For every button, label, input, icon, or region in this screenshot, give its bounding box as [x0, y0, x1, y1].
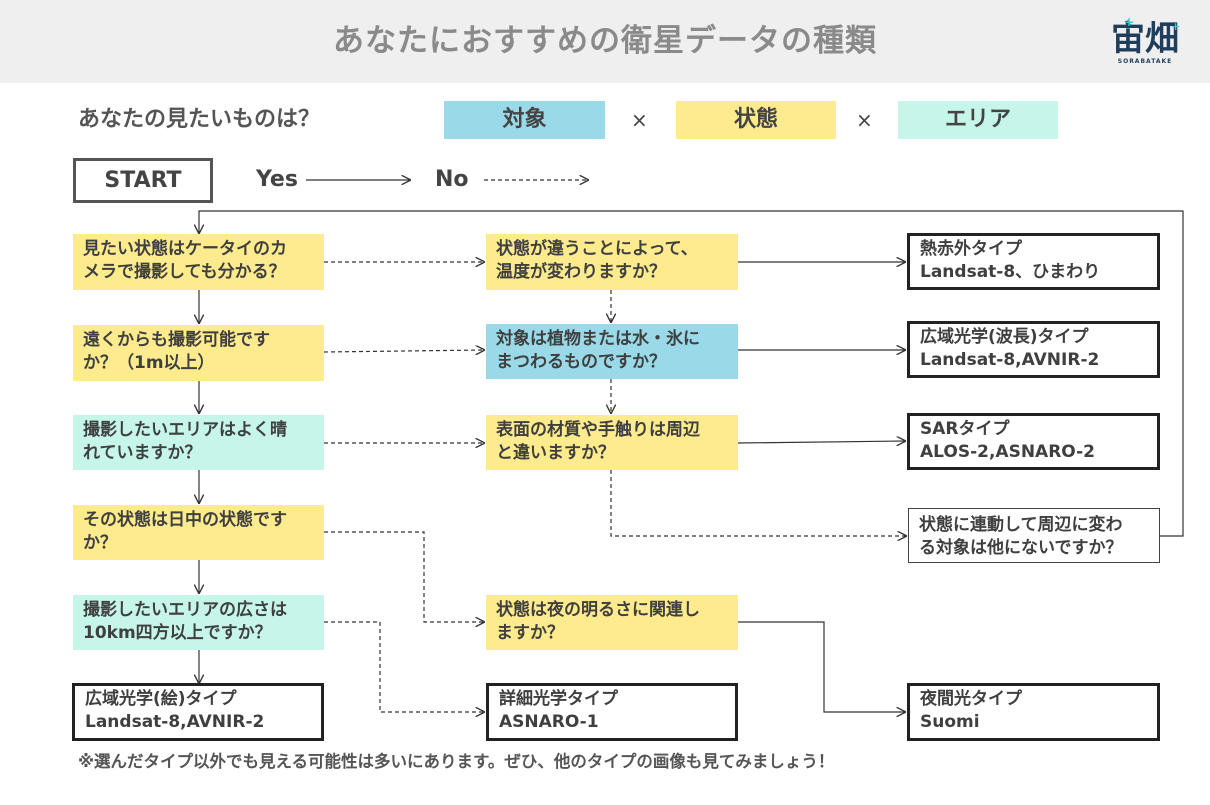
logo-text: 宙畑 — [1111, 19, 1179, 58]
result-satellites: ASNARO-1 — [499, 712, 599, 732]
result-type: SARタイプ — [920, 419, 1010, 439]
category-target: 対象 — [444, 101, 605, 139]
question-text: 状態に連動して周辺に変わ — [919, 515, 1123, 535]
question-text: 温度が変わりますか？ — [496, 262, 666, 282]
question-text: か？ — [83, 533, 117, 553]
question-text: 遠くからも撮影可能です — [83, 330, 270, 350]
question-text: る対象は他にないですか？ — [919, 538, 1123, 558]
question-camera-visible: 見たい状態はケータイのカ メラで撮影しても分かる？ — [73, 234, 324, 290]
question-label: あなたの見たいものは？ — [78, 107, 321, 132]
result-sar: SARタイプ ALOS-2,ASNARO-2 — [907, 413, 1160, 470]
times-sign-1: × — [631, 108, 648, 132]
legend-no-label: No — [435, 167, 469, 192]
result-satellites: Landsat-8,AVNIR-2 — [920, 350, 1100, 370]
loop-back-arrow — [199, 210, 1184, 537]
result-type: 広域光学(波長)タイプ — [920, 327, 1089, 347]
arrow-q9-night — [738, 621, 905, 712]
result-night-light: 夜間光タイプ Suomi — [907, 683, 1160, 741]
question-text: 10km四方以上ですか？ — [83, 623, 272, 643]
question-text: 撮影したいエリアはよく晴 — [83, 420, 287, 440]
result-detailed-optical: 詳細光学タイプ ASNARO-1 — [486, 683, 738, 741]
arrow-q5-detail — [324, 621, 484, 712]
result-wide-optical-picture: 広域光学(絵)タイプ Landsat-8,AVNIR-2 — [72, 683, 324, 741]
question-text: 表面の材質や手触りは周辺 — [496, 420, 700, 440]
arrow-q8-sar — [737, 441, 905, 443]
category-area: エリア — [898, 101, 1058, 139]
arrow-q2-q7 — [323, 350, 484, 352]
category-state: 状態 — [676, 101, 836, 139]
question-text: 対象は植物または水・氷に — [496, 329, 700, 349]
question-text: 状態が違うことによって、 — [496, 239, 698, 259]
footnote: ※選んだタイプ以外でも見える可能性は多いにあります。ぜひ、他のタイプの画像も見て… — [78, 752, 835, 771]
question-clear-weather: 撮影したいエリアはよく晴 れていますか？ — [73, 415, 324, 470]
question-temperature: 状態が違うことによって、 温度が変わりますか？ — [486, 234, 738, 290]
question-text: その状態は日中の状態です — [83, 510, 287, 530]
question-text: 撮影したいエリアの広さは — [83, 600, 287, 620]
legend-yes-label: Yes — [256, 167, 298, 192]
question-text: れていますか？ — [83, 443, 202, 463]
question-related-target: 状態に連動して周辺に変わ る対象は他にないですか？ — [908, 508, 1160, 563]
result-thermal-infrared: 熱赤外タイプ Landsat-8、ひまわり — [907, 233, 1160, 290]
result-satellites: Suomi — [920, 712, 980, 732]
start-box: START — [73, 158, 213, 203]
result-wide-optical-wavelength: 広域光学(波長)タイプ Landsat-8,AVNIR-2 — [907, 321, 1160, 378]
arrow-q4-q9 — [324, 531, 484, 622]
result-type: 詳細光学タイプ — [499, 689, 618, 709]
header-bar — [0, 0, 1210, 83]
question-plant-water-ice: 対象は植物または水・氷に まつわるものですか？ — [486, 324, 738, 379]
question-distance: 遠くからも撮影可能です か？（1m以上） — [73, 325, 324, 381]
question-text: と違いますか？ — [496, 443, 615, 463]
page-title: あなたにおすすめの衛星データの種類 — [333, 23, 877, 59]
times-sign-2: × — [856, 108, 873, 132]
sorabatake-logo: 宙畑 + + SORABATAKE — [1100, 14, 1190, 70]
arrow-q8-q10 — [610, 470, 906, 536]
question-text: まつわるものですか？ — [496, 352, 666, 372]
svg-text:+: + — [1124, 15, 1134, 29]
result-satellites: Landsat-8,AVNIR-2 — [85, 712, 265, 732]
question-daytime: その状態は日中の状態です か？ — [73, 505, 324, 560]
question-text: 状態は夜の明るさに関連し — [496, 600, 700, 620]
logo-subtitle: SORABATAKE — [1117, 58, 1173, 65]
result-satellites: Landsat-8、ひまわり — [920, 262, 1101, 282]
result-type: 夜間光タイプ — [920, 689, 1022, 709]
question-text: メラで撮影しても分かる？ — [83, 262, 286, 282]
result-satellites: ALOS-2,ASNARO-2 — [920, 442, 1095, 462]
result-type: 広域光学(絵)タイプ — [85, 689, 237, 709]
question-area-size: 撮影したいエリアの広さは 10km四方以上ですか？ — [73, 595, 324, 650]
svg-text:+: + — [1171, 20, 1180, 33]
question-text: か？（1m以上） — [83, 353, 215, 373]
question-text: 見たい状態はケータイのカ — [83, 239, 287, 259]
question-surface-texture: 表面の材質や手触りは周辺 と違いますか？ — [486, 415, 738, 470]
question-night-light: 状態は夜の明るさに関連し ますか？ — [486, 595, 738, 650]
result-type: 熱赤外タイプ — [920, 239, 1022, 259]
question-text: ますか？ — [496, 623, 564, 643]
